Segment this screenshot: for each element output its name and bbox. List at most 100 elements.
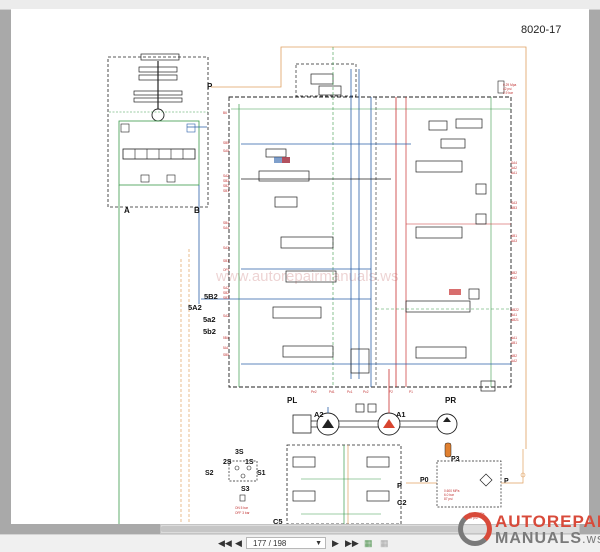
- svg-text:87 psi: 87 psi: [444, 497, 453, 501]
- prev-page-icon[interactable]: ◀: [235, 538, 242, 548]
- label-s3: S3: [241, 486, 250, 493]
- svg-text:B6: B6: [223, 111, 227, 115]
- svg-text:SB3: SB3: [223, 179, 229, 183]
- label-p0: P0: [420, 477, 429, 484]
- label-a-port: A: [124, 206, 130, 215]
- label-pl: PL: [287, 396, 297, 405]
- svg-text:5A1: 5A1: [223, 346, 229, 350]
- svg-text:AA1: AA1: [511, 171, 517, 175]
- last-page-icon[interactable]: ▶▶: [345, 538, 359, 548]
- svg-text:SB1: SB1: [223, 259, 229, 263]
- label-b-port: B: [194, 206, 200, 215]
- svg-text:AA2: AA2: [511, 166, 517, 170]
- label-c5: C5: [273, 517, 283, 524]
- steering-pump-symbol: [151, 108, 165, 122]
- scrollbar-thumb[interactable]: [161, 526, 461, 532]
- svg-text:SA4: SA4: [223, 226, 229, 230]
- right-spool-valves: [405, 118, 496, 392]
- next-page-icon[interactable]: ▶: [332, 538, 339, 548]
- label-2s: 2S: [223, 459, 232, 466]
- svg-text:SB5: SB5: [223, 141, 229, 145]
- filter-block: [436, 460, 502, 508]
- svg-text:SB4: SB4: [223, 221, 229, 225]
- logo-line1: AUTOREPAIR: [495, 512, 600, 531]
- svg-text:SA2: SA2: [223, 314, 229, 318]
- svg-text:SA3: SA3: [223, 246, 229, 250]
- label-a1: A1: [396, 410, 406, 419]
- label-3s: 3S: [235, 449, 244, 456]
- svg-text:SA4: SA4: [511, 161, 517, 165]
- svg-text:AB1: AB1: [511, 341, 517, 345]
- label-p-right: P: [504, 478, 509, 485]
- hydraulic-schematic: www.autorepairmanuals.ws P A B: [107, 46, 527, 524]
- svg-text:AA2: AA2: [511, 276, 517, 280]
- label-5a2-lower: 5a2: [203, 315, 216, 324]
- label-p-mid: P: [397, 481, 402, 490]
- svg-text:Pe2: Pe2: [311, 390, 317, 394]
- page-layout-icon[interactable]: ▦: [380, 538, 389, 548]
- svg-text:OP1: OP1: [223, 268, 230, 272]
- watermark-url: www.autorepairmanuals.ws: [215, 268, 399, 285]
- relief-spec-3: 2.9 bar: [503, 91, 514, 95]
- svg-text:SB2: SB2: [223, 291, 229, 295]
- svg-text:6.0 bar: 6.0 bar: [444, 493, 455, 497]
- watermark-logo: AUTOREPAIR MANUALS.ws: [455, 510, 600, 551]
- document-page: 8020-17 www.autorepairmanuals.ws P A B: [11, 9, 589, 524]
- svg-text:5B4: 5B4: [223, 336, 229, 340]
- svg-text:AA3: AA3: [511, 239, 517, 243]
- label-pr: PR: [445, 396, 456, 405]
- svg-text:AB1: AB1: [511, 234, 517, 238]
- label-p3: P3: [451, 456, 460, 463]
- svg-text:AB22: AB22: [511, 308, 519, 312]
- label-s2: S2: [205, 470, 214, 477]
- steering-cap: [140, 53, 180, 61]
- right-port-tags: SA4 AA2 AA1 SA3 AB3 AB1 AA3 AB2 AA2 AB22…: [511, 161, 519, 363]
- svg-text:AB3: AB3: [511, 206, 517, 210]
- main-valve-block: [228, 96, 512, 388]
- svg-text:SA5: SA5: [223, 149, 229, 153]
- label-5b2: 5B2: [204, 292, 218, 301]
- left-spool-valves: [258, 148, 370, 374]
- svg-text:Pc1: Pc1: [347, 390, 353, 394]
- label-1s: 1S: [245, 459, 254, 466]
- label-p-top: P: [207, 82, 213, 91]
- svg-text:SB3: SB3: [223, 296, 229, 300]
- svg-text:AB2: AB2: [511, 354, 517, 358]
- logo-icon: [458, 512, 492, 546]
- svg-text:SA3: SA3: [511, 201, 517, 205]
- svg-text:AA1: AA1: [511, 336, 517, 340]
- svg-text:AB2: AB2: [511, 271, 517, 275]
- svg-text:SB1: SB1: [223, 189, 229, 193]
- page-view-icon[interactable]: ▦: [364, 538, 373, 548]
- switch-on-spec: ON 5 bar: [235, 506, 249, 510]
- svg-text:SA2: SA2: [223, 286, 229, 290]
- label-a2: A2: [314, 410, 324, 419]
- svg-text:AA2: AA2: [511, 359, 517, 363]
- svg-text:SB2: SB2: [223, 184, 229, 188]
- svg-text:SA2: SA2: [223, 174, 229, 178]
- pump-aux: [436, 413, 458, 435]
- switch-off-spec: OFF 3 bar: [235, 511, 250, 515]
- svg-text:Pc2: Pc2: [363, 390, 369, 394]
- page-label: 8020-17: [521, 24, 562, 36]
- label-s1: S1: [257, 470, 266, 477]
- first-page-icon[interactable]: ◀◀: [218, 538, 232, 548]
- current-page-text: 177 / 198: [253, 539, 287, 548]
- svg-text:AB21: AB21: [511, 318, 519, 322]
- svg-text:AA1: AA1: [511, 313, 517, 317]
- chevron-down-icon[interactable]: ▼: [315, 540, 322, 547]
- filter-icon: [479, 473, 493, 487]
- page-number-input[interactable]: 177 / 198 ▼: [246, 537, 326, 549]
- svg-text:SB5: SB5: [223, 353, 229, 357]
- accumulator-icon: [444, 442, 452, 458]
- motor-symbol: [292, 414, 312, 434]
- bottom-port-tags: Pe2 Pd1 Pc1 Pc2 P2 P1: [311, 390, 413, 394]
- relief-spec-2: 42 psi: [503, 87, 512, 91]
- svg-text:0.600 MPa: 0.600 MPa: [444, 489, 460, 493]
- page-navigation-bar: ◀◀ ◀ 177 / 198 ▼ ▶ ▶▶ ▦ ▦: [0, 534, 600, 552]
- svg-text:P1: P1: [409, 390, 413, 394]
- svg-text:Pd1: Pd1: [329, 390, 335, 394]
- label-5a2: 5A2: [188, 303, 202, 312]
- horizontal-scrollbar[interactable]: [160, 524, 580, 534]
- left-port-tags: B6 SB5 SA5 SA2 SB3 SB2 SB1 SB4 SA4 SA3 S…: [223, 111, 230, 357]
